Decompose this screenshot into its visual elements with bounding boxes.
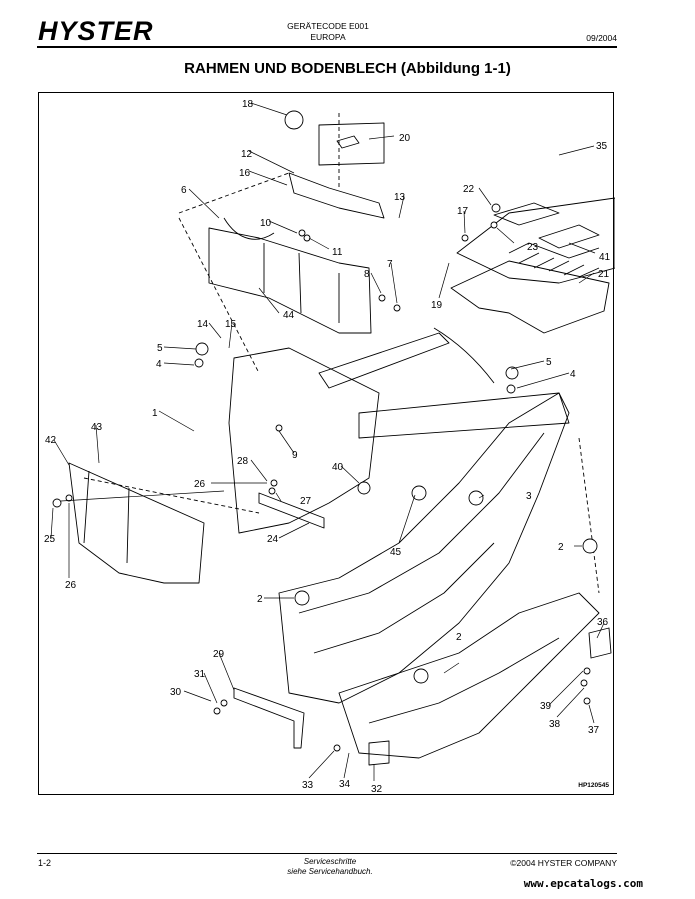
callout-label: 4 xyxy=(156,359,162,370)
callout-label: 26 xyxy=(65,580,77,591)
callout-label: 38 xyxy=(549,719,561,730)
callout-label: 16 xyxy=(239,168,251,179)
callout-label: 17 xyxy=(457,206,469,217)
callout-label: 22 xyxy=(463,184,475,195)
callout-label: 33 xyxy=(302,780,314,791)
callout-label: 40 xyxy=(332,462,344,473)
callout-label: 39 xyxy=(540,701,552,712)
region: EUROPA xyxy=(310,32,346,42)
header-date: 09/2004 xyxy=(586,33,617,43)
figure-code: HP120545 xyxy=(578,782,609,789)
callout-label: 5 xyxy=(157,343,163,354)
callout-label: 44 xyxy=(283,310,295,321)
callout-label: 45 xyxy=(390,547,402,558)
callout-label: 24 xyxy=(267,534,279,545)
callout-label: 18 xyxy=(242,99,254,110)
callout-label: 29 xyxy=(213,649,225,660)
callout-label: 13 xyxy=(394,192,406,203)
callout-label: 42 xyxy=(45,435,57,446)
callout-label: 30 xyxy=(170,687,182,698)
callout-label: 11 xyxy=(332,247,343,258)
header-center: GERÄTECODE E001 EUROPA xyxy=(268,21,388,43)
callout-label: 2 xyxy=(257,594,263,605)
callout-label: 37 xyxy=(588,725,600,736)
callout-label: 20 xyxy=(399,133,411,144)
callout-label: 8 xyxy=(364,269,370,280)
callout-label: 1 xyxy=(152,408,158,419)
floor-plate-outline xyxy=(450,260,610,334)
callout-label: 2 xyxy=(456,632,462,643)
callout-label: 14 xyxy=(197,319,209,330)
callout-label: 32 xyxy=(371,784,383,795)
exploded-diagram: 18 20 12 16 6 10 11 13 17 22 35 23 41 21… xyxy=(38,92,615,795)
callout-label: 34 xyxy=(339,779,351,790)
callout-label: 41 xyxy=(599,252,611,263)
callout-label: 28 xyxy=(237,456,249,467)
callout-label: 15 xyxy=(225,319,237,330)
floor-mat-outline xyxy=(456,197,615,284)
callout-label: 35 xyxy=(596,141,608,152)
footer-rule xyxy=(37,853,617,854)
callout-label: 2 xyxy=(558,542,564,553)
copyright: ©2004 HYSTER COMPANY xyxy=(510,858,617,868)
watermark: www.epcatalogs.com xyxy=(523,877,643,890)
callout-label: 26 xyxy=(194,479,206,490)
callout-label: 12 xyxy=(241,149,253,160)
equipment-code: GERÄTECODE E001 xyxy=(287,21,369,31)
footer-note: Serviceschritte siehe Servicehandbuch. xyxy=(260,857,400,877)
callout-label: 7 xyxy=(387,259,393,270)
callout-label: 19 xyxy=(431,300,443,311)
callout-label: 23 xyxy=(527,242,539,253)
callout-label: 4 xyxy=(570,369,576,380)
diagram-drawing: 18 20 12 16 6 10 11 13 17 22 35 23 41 21… xyxy=(44,99,615,795)
hyster-logo: HYSTER xyxy=(38,16,154,46)
callout-label: 3 xyxy=(526,491,532,502)
page-number: 1-2 xyxy=(38,858,52,868)
footer-note-line2: siehe Servicehandbuch. xyxy=(287,867,373,876)
callout-label: 10 xyxy=(260,218,272,229)
callout-label: 31 xyxy=(194,669,206,680)
callout-label: 6 xyxy=(181,185,187,196)
callout-label: 27 xyxy=(300,496,312,507)
footer-note-line1: Serviceschritte xyxy=(303,857,357,866)
callout-label: 43 xyxy=(91,422,103,433)
page-title: RAHMEN UND BODENBLECH (Abbildung 1-1) xyxy=(184,60,511,77)
callout-label: 9 xyxy=(292,450,298,461)
callout-label: 25 xyxy=(44,534,56,545)
header-rule xyxy=(37,46,617,48)
callout-label: 21 xyxy=(598,269,610,280)
callout-label: 5 xyxy=(546,357,552,368)
callout-label: 36 xyxy=(597,617,609,628)
